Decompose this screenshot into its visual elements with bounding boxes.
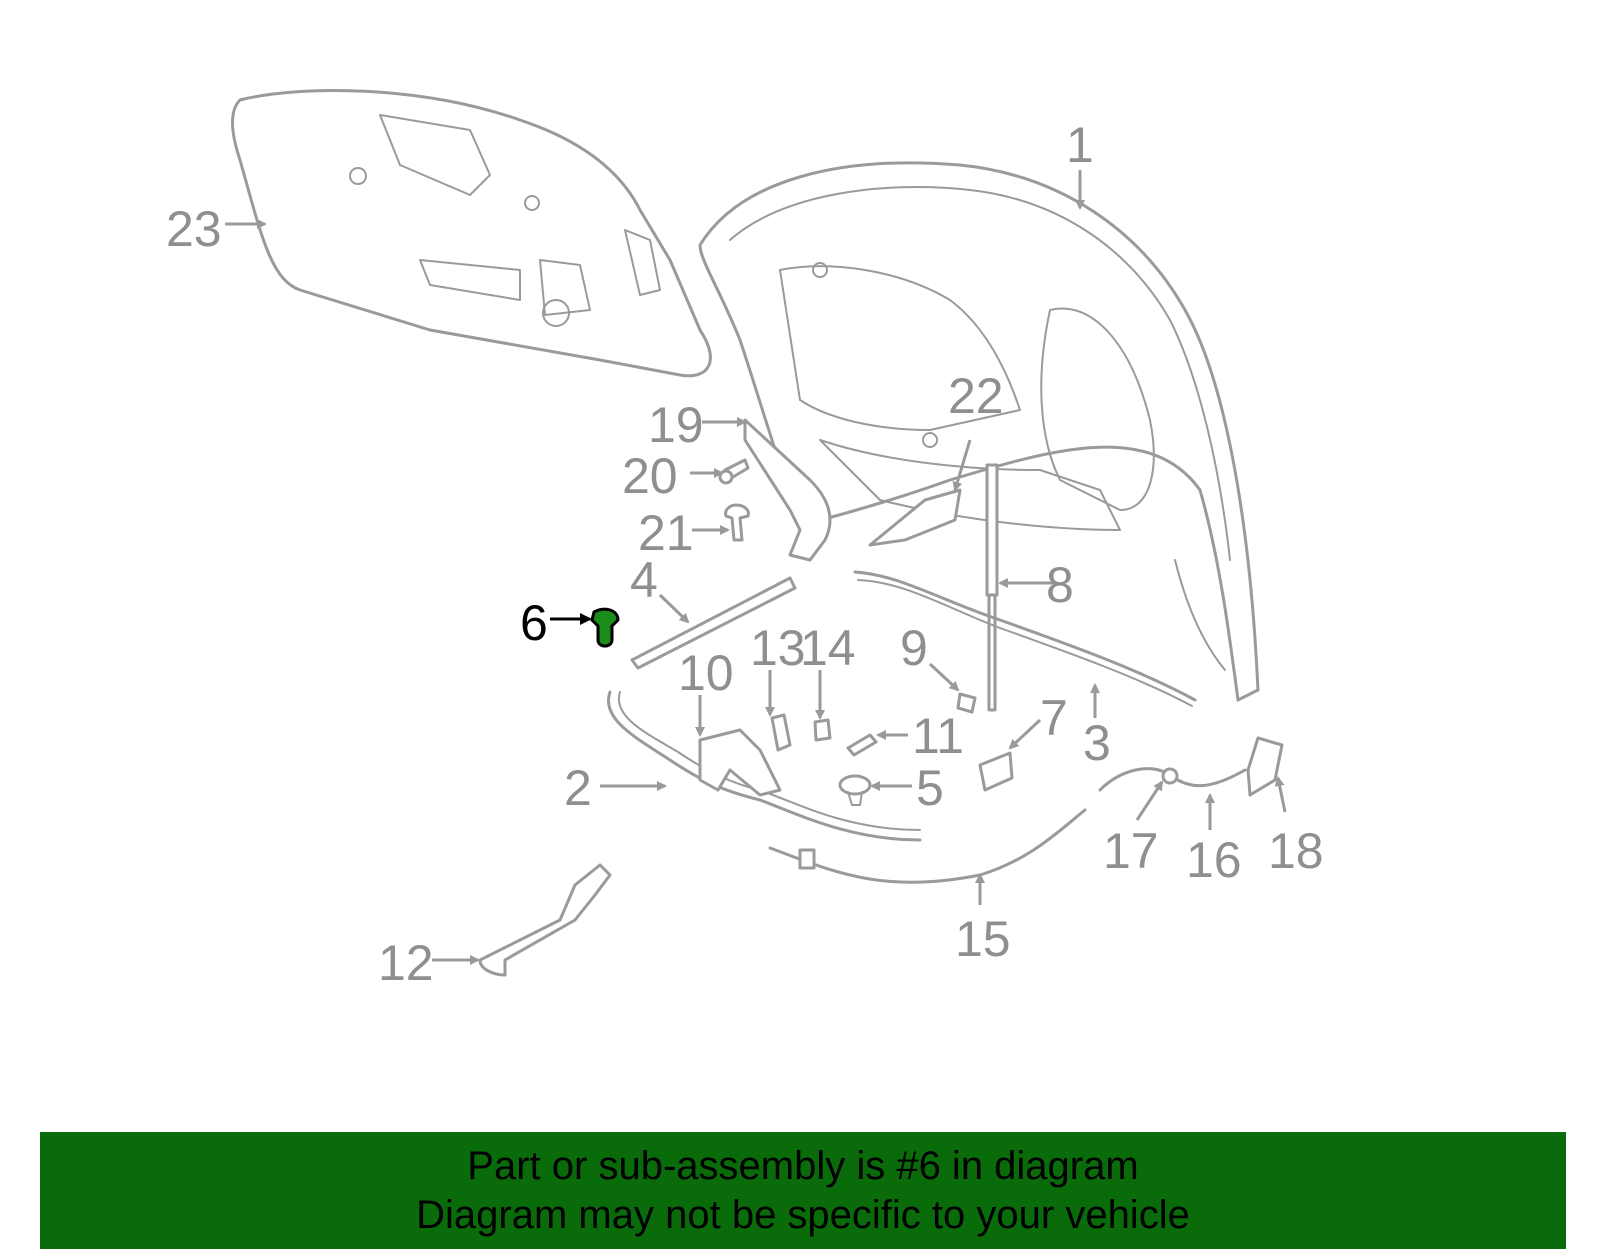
- callout-15: 15: [955, 911, 1011, 967]
- part-7-clip: [978, 751, 1014, 792]
- part-19-hinge: [743, 418, 832, 562]
- part-6-clip: [590, 607, 620, 648]
- callout-9: 9: [900, 620, 928, 676]
- part-22-bracket: [868, 488, 962, 547]
- part-15-cable: [768, 808, 1087, 884]
- callout-22: 22: [948, 368, 1004, 424]
- callout-10: 10: [678, 645, 734, 701]
- part-21-bolt: [724, 503, 750, 542]
- part-23-insulator-pad: [231, 88, 712, 378]
- callout-19: 19: [648, 397, 704, 453]
- callout-4: 4: [630, 552, 658, 608]
- callout-21: 21: [638, 505, 694, 561]
- callout-14: 14: [800, 620, 856, 676]
- part-18-handle: [1246, 736, 1284, 797]
- part-16-17-cable: [1098, 767, 1247, 792]
- banner-disclaimer-line: Diagram may not be specific to your vehi…: [416, 1193, 1190, 1237]
- parts-diagram: 1 23 22 19 20 21 8 4 6 13 14 9 10 7 11 3…: [166, 88, 1324, 991]
- callout-2: 2: [564, 760, 592, 816]
- callout-11: 11: [912, 708, 964, 764]
- part-5-bumper: [838, 774, 872, 806]
- banner-part-line: Part or sub-assembly is #6 in diagram: [467, 1144, 1139, 1188]
- part-10-latch: [698, 728, 782, 797]
- callout-labels: 1 23 22 19 20 21 8 4 6 13 14 9 10 7 11 3…: [166, 117, 1324, 991]
- part-3-seal: [853, 570, 1197, 707]
- callout-12: 12: [378, 935, 434, 991]
- part-12-handle: [478, 863, 612, 977]
- callout-16: 16: [1186, 832, 1242, 888]
- part-13-bracket: [770, 713, 792, 752]
- callout-1: 1: [1066, 117, 1094, 173]
- info-banner: Part or sub-assembly is #6 in diagram Di…: [40, 1132, 1566, 1249]
- part-20-bolt: [718, 458, 750, 485]
- callout-5: 5: [916, 760, 944, 816]
- callout-3: 3: [1083, 715, 1111, 771]
- callout-18: 18: [1268, 823, 1324, 879]
- part-14-bumper: [813, 718, 832, 742]
- callout-23: 23: [166, 201, 222, 257]
- callout-8: 8: [1046, 557, 1074, 613]
- callout-13: 13: [750, 620, 806, 676]
- callout-20: 20: [622, 448, 678, 504]
- part-9-clip: [956, 692, 977, 714]
- callout-17: 17: [1103, 823, 1159, 879]
- part-11-bolt: [846, 733, 878, 757]
- leader-lines: [225, 170, 1287, 965]
- part-4-weatherstrip: [630, 576, 797, 670]
- callout-7: 7: [1040, 690, 1068, 746]
- part-8-strut: [985, 463, 999, 712]
- callout-6: 6: [520, 595, 548, 651]
